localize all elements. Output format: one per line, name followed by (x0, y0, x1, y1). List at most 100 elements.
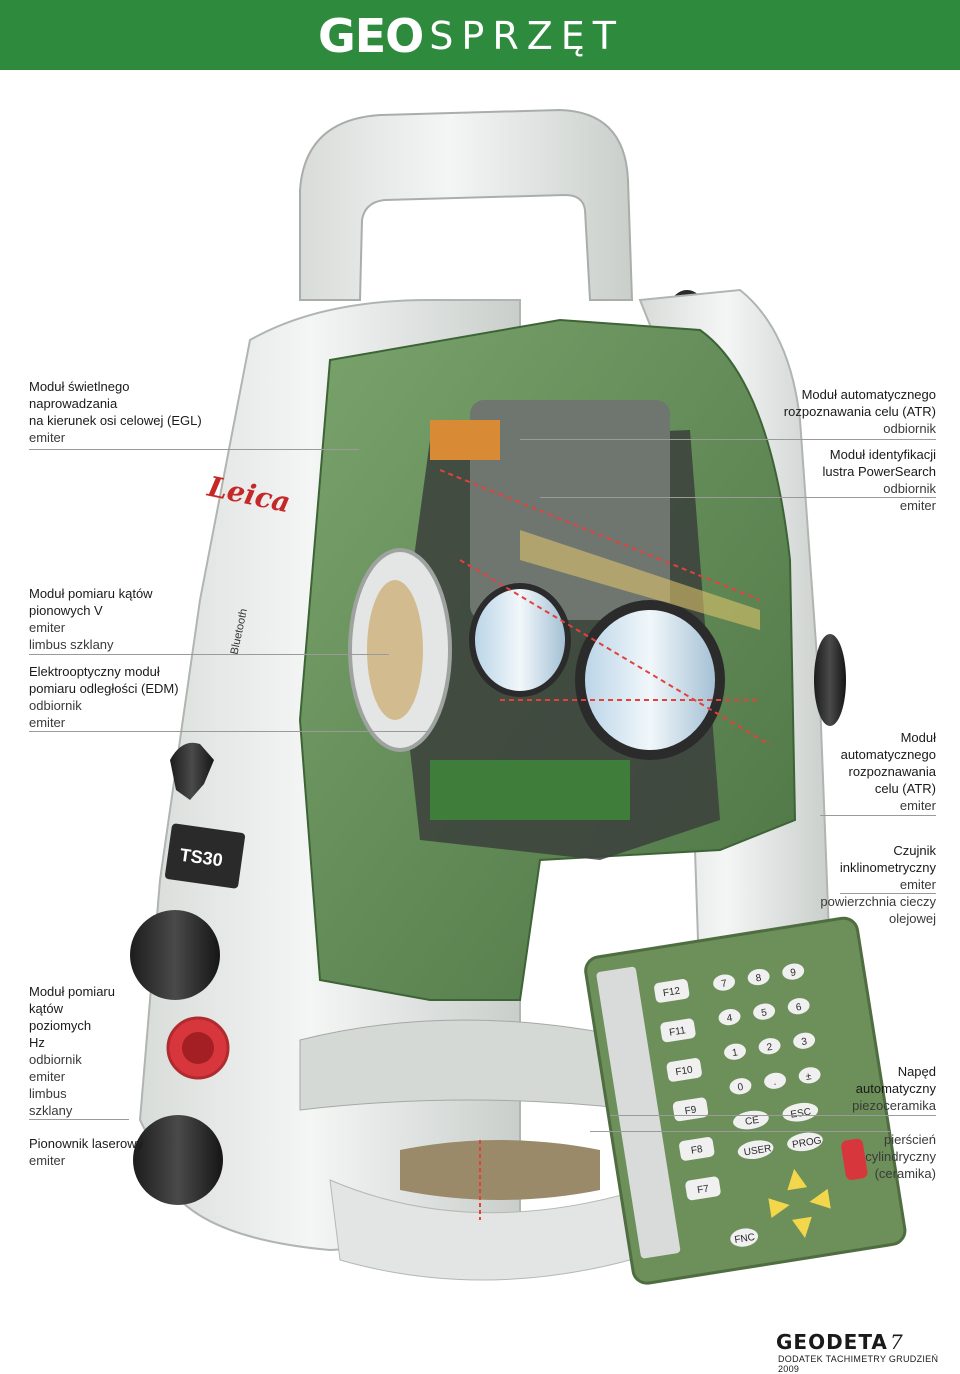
laser-beam-2 (459, 559, 771, 746)
callout-horizontal-angle-sub2: emiter (29, 1069, 66, 1084)
callout-powersearch-sub1: odbiornik (883, 481, 936, 496)
svg-text:9: 9 (790, 967, 798, 979)
svg-text:F12: F12 (662, 986, 681, 1000)
callout-powersearch-line1: Moduł identyfikacji (829, 447, 936, 462)
svg-text:5: 5 (761, 1007, 769, 1019)
magazine-header: GEO SPRZĘT (0, 0, 960, 70)
svg-text:F8: F8 (690, 1144, 704, 1157)
callout-atr-receiver-line2: rozpoznawania celu (ATR) (783, 404, 936, 419)
callout-inclinometer-sub3: olejowej (889, 911, 936, 926)
callout-horizontal-angle-line2: kątów (29, 1001, 63, 1016)
callout-egl-line3: na kierunek osi celowej (EGL) (29, 413, 202, 428)
leader-ceramic-ring (590, 1131, 890, 1132)
horizontal-drive-knob-top (130, 910, 220, 1000)
svg-text:F7: F7 (696, 1183, 710, 1196)
callout-vertical-angle-line2: pionowych V (29, 603, 103, 618)
callout-ceramic-ring-sub3: (ceramika) (874, 1166, 936, 1181)
callout-egl-line2: naprowadzania (29, 396, 118, 411)
orange-sensor (430, 420, 500, 460)
brand-geo: GEO (318, 9, 424, 63)
brand-logo: GEO SPRZĘT (318, 9, 624, 63)
svg-text:ESC: ESC (790, 1107, 812, 1121)
leader-powersearch (540, 497, 936, 498)
trigger-button-inner (182, 1032, 214, 1064)
keypad-keys: F12 F11 F10 F9 F8 F7 7 8 9 4 5 6 1 2 3 0… (654, 963, 868, 1247)
svg-text:0: 0 (737, 1082, 745, 1094)
function-keys: F12 F11 F10 F9 F8 F7 (654, 979, 721, 1201)
callout-horizontal-angle-sub3: limbus (29, 1086, 67, 1101)
callout-edm-line2: pomiaru odległości (EDM) (29, 681, 179, 696)
base-disc (299, 1019, 641, 1111)
svg-text:1: 1 (731, 1047, 739, 1059)
callout-edm-sub2: emiter (29, 715, 66, 730)
callout-horizontal-angle: Moduł pomiaru kątów poziomych Hz odbiorn… (29, 983, 115, 1119)
page-number: 7 (890, 1330, 903, 1354)
callout-vertical-angle: Moduł pomiaru kątów pionowych V emiter l… (29, 585, 153, 653)
leader-inclinometer (840, 893, 936, 894)
brand-sprzet: SPRZĘT (429, 14, 624, 58)
svg-text:3: 3 (801, 1036, 809, 1048)
callout-horizontal-angle-line3: poziomych (29, 1018, 92, 1033)
callout-vertical-angle-line1: Moduł pomiaru kątów (29, 586, 153, 601)
svg-text:8: 8 (755, 973, 763, 985)
callout-atr-emitter-line4: celu (ATR) (874, 781, 936, 796)
callout-inclinometer: Czujnik inklinometryczny emiter powierzc… (820, 842, 936, 927)
callout-piezo-drive-sub1: piezoceramika (852, 1098, 936, 1113)
callout-inclinometer-line1: Czujnik (893, 843, 936, 858)
callout-piezo-drive: Napęd automatyczny piezoceramika (852, 1063, 936, 1114)
telescope-lens-mid (469, 583, 571, 697)
callout-horizontal-angle-sub4: szklany (29, 1103, 73, 1118)
leader-egl (29, 449, 359, 450)
arrow-keys (768, 1138, 868, 1239)
footer-logo: GEODETA (776, 1330, 888, 1354)
svg-text:4: 4 (726, 1013, 734, 1025)
callout-piezo-drive-line1: Napęd (897, 1064, 936, 1079)
electronics-board (430, 760, 630, 820)
model-plate: TS30 (164, 823, 246, 889)
leader-edm (29, 731, 429, 732)
leader-piezo-drive (610, 1115, 936, 1116)
telescope-lens-front (575, 600, 725, 760)
footer-subtitle: DODATEK TACHIMETRY GRUDZIEŃ 2009 (778, 1354, 939, 1374)
callout-horizontal-angle-line1: Moduł pomiaru (29, 984, 115, 999)
piezo-ring (400, 1140, 600, 1200)
svg-text:.: . (772, 1077, 776, 1088)
power-search-fan (520, 530, 760, 630)
svg-text:FNC: FNC (734, 1232, 756, 1246)
callout-atr-receiver-sub1: odbiornik (883, 421, 936, 436)
callout-atr-emitter-line2: automatycznego (840, 747, 936, 762)
callout-egl-line1: Moduł świetlnego (29, 379, 130, 394)
callout-laser-plummet-sub1: emiter (29, 1153, 66, 1168)
digit-keys: 7 8 9 4 5 6 1 2 3 0 . ± (713, 963, 821, 1095)
callout-vertical-angle-sub1: emiter (29, 620, 66, 635)
callout-powersearch: Moduł identyfikacji lustra PowerSearch o… (823, 446, 936, 514)
callout-egl: Moduł świetlnego naprowadzania na kierun… (29, 378, 202, 446)
leader-atr-receiver (520, 439, 936, 440)
callout-ceramic-ring: pierścień cylindryczny (ceramika) (865, 1131, 936, 1182)
callout-inclinometer-sub2: powierzchnia cieczy (820, 894, 936, 909)
svg-text:USER: USER (743, 1143, 772, 1158)
svg-text:F10: F10 (675, 1065, 694, 1079)
svg-text:6: 6 (795, 1002, 803, 1014)
callout-powersearch-sub2: emiter (899, 498, 936, 513)
focus-knob (170, 742, 214, 800)
svg-text:PROG: PROG (792, 1135, 823, 1151)
callout-horizontal-angle-sub1: odbiornik (29, 1052, 82, 1067)
leader-atr-emitter (820, 815, 936, 816)
callout-atr-emitter-line3: rozpoznawania (848, 764, 936, 779)
svg-text:±: ± (805, 1071, 813, 1083)
callout-vertical-angle-sub2: limbus szklany (29, 637, 114, 652)
handle (299, 108, 634, 301)
callout-inclinometer-line2: inklinometryczny (839, 860, 936, 875)
callout-edm: Elektrooptyczny moduł pomiaru odległości… (29, 663, 179, 731)
svg-text:7: 7 (720, 978, 728, 990)
callout-edm-sub1: odbiornik (29, 698, 82, 713)
laser-beam-1 (439, 469, 761, 601)
callout-edm-line1: Elektrooptyczny moduł (29, 664, 160, 679)
callout-ceramic-ring-sub2: cylindryczny (865, 1149, 936, 1164)
callout-laser-plummet: Pionownik laserowy emiter (29, 1135, 143, 1169)
callout-inclinometer-sub1: emiter (899, 877, 936, 892)
leader-horizontal-angle (29, 1119, 129, 1120)
callout-atr-emitter: Moduł automatycznego rozpoznawania celu … (841, 729, 936, 814)
callout-egl-sub1: emiter (29, 430, 66, 445)
